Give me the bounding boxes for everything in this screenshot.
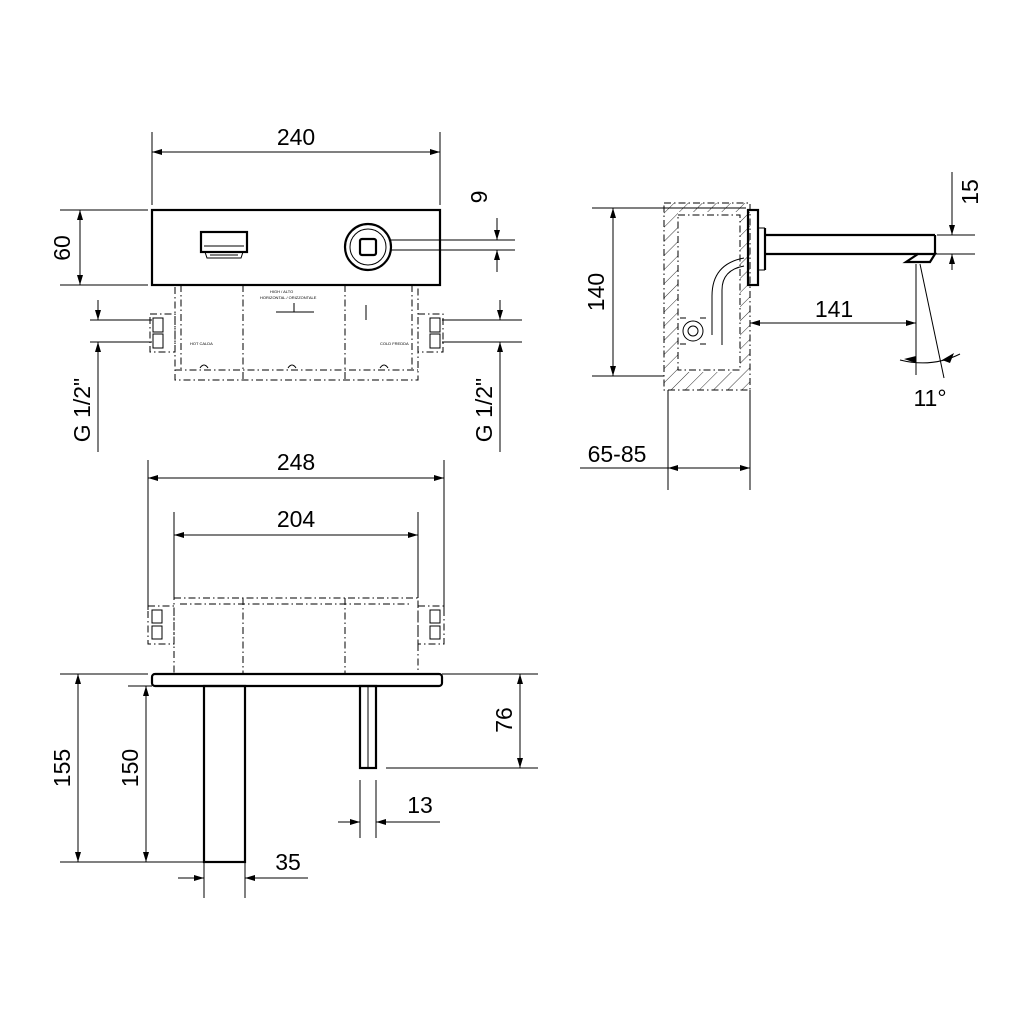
dimension-35: 35 bbox=[178, 849, 308, 898]
dim-label-140: 140 bbox=[583, 273, 609, 311]
bottom-plate bbox=[150, 672, 444, 688]
front-plate bbox=[150, 208, 442, 287]
dimension-155: 155 bbox=[49, 673, 204, 863]
dimension-248: 248 bbox=[147, 449, 445, 610]
dim-label-13: 13 bbox=[407, 792, 433, 818]
front-view: 240 60 9 bbox=[49, 124, 522, 452]
dim-label-g12-left: G 1/2" bbox=[69, 378, 95, 442]
dimension-width-240: 240 bbox=[151, 124, 441, 205]
dim-label-76: 76 bbox=[491, 707, 517, 733]
dimension-15: 15 bbox=[925, 172, 983, 270]
label-cold: COLD FREDDA bbox=[380, 341, 409, 346]
dim-label-155: 155 bbox=[49, 749, 75, 787]
concealed-box: HOT CALDA COLD FREDDA HIGH / ALTO HORIZO… bbox=[174, 284, 419, 381]
dimension-height-60: 60 bbox=[49, 209, 148, 286]
dim-label-g12-right: G 1/2" bbox=[471, 378, 497, 442]
dim-label-11-deg: 11° bbox=[913, 385, 946, 411]
dimension-140: 140 bbox=[583, 207, 746, 377]
spout-outlet bbox=[199, 230, 249, 259]
control-knob bbox=[343, 222, 515, 272]
dim-label-60: 60 bbox=[49, 235, 75, 261]
dimension-angle-11: 11° bbox=[899, 263, 961, 411]
dim-label-141: 141 bbox=[815, 296, 853, 322]
side-view: 140 15 141 11° bbox=[580, 172, 983, 490]
dim-label-9: 9 bbox=[466, 191, 492, 204]
dimension-204: 204 bbox=[173, 506, 419, 598]
dimension-9: 9 bbox=[466, 191, 500, 272]
inlet-fitting-right: G 1/2" bbox=[417, 300, 522, 452]
dim-label-248: 248 bbox=[277, 449, 315, 475]
spout-side bbox=[746, 208, 937, 287]
dim-label-240: 240 bbox=[277, 124, 315, 150]
dim-label-204: 204 bbox=[277, 506, 316, 532]
dim-label-150: 150 bbox=[117, 749, 143, 787]
label-note-2: HORIZONTAL / ORIZZONTALE bbox=[260, 295, 317, 300]
concealed-box-top bbox=[147, 597, 445, 675]
dimension-65-85: 65-85 bbox=[580, 390, 751, 490]
inlet-fitting-left: G 1/2" bbox=[69, 300, 176, 452]
dim-label-15: 15 bbox=[957, 179, 983, 205]
label-hot: HOT CALDA bbox=[190, 341, 213, 346]
spout-bottom bbox=[202, 684, 247, 864]
dimension-76: 76 bbox=[386, 673, 538, 769]
label-note-1: HIGH / ALTO bbox=[270, 289, 293, 294]
dim-label-35: 35 bbox=[275, 849, 301, 875]
dimension-141: 141 bbox=[750, 264, 917, 375]
dimension-13: 13 bbox=[338, 780, 440, 838]
bottom-view: 248 204 bbox=[49, 449, 538, 898]
wall-section bbox=[663, 202, 751, 391]
dim-label-65-85: 65-85 bbox=[588, 441, 647, 467]
dimension-150: 150 bbox=[117, 685, 152, 862]
lever-bottom bbox=[355, 684, 381, 770]
